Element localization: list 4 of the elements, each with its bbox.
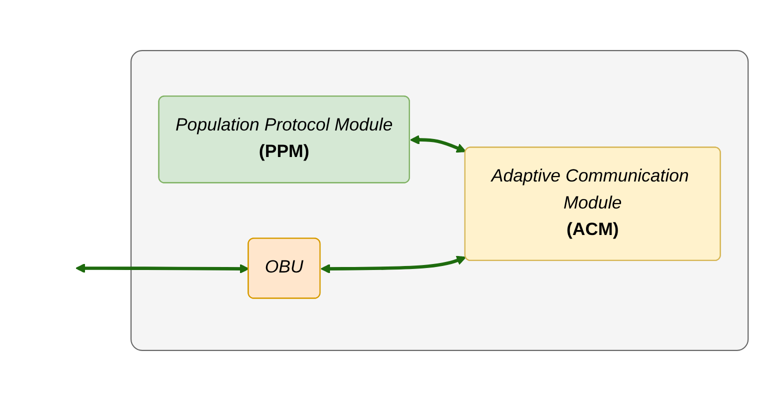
- cluster: [130, 50, 749, 351]
- arrow: [320, 256, 466, 274]
- arrow: [76, 263, 250, 274]
- arrow: [410, 134, 466, 153]
